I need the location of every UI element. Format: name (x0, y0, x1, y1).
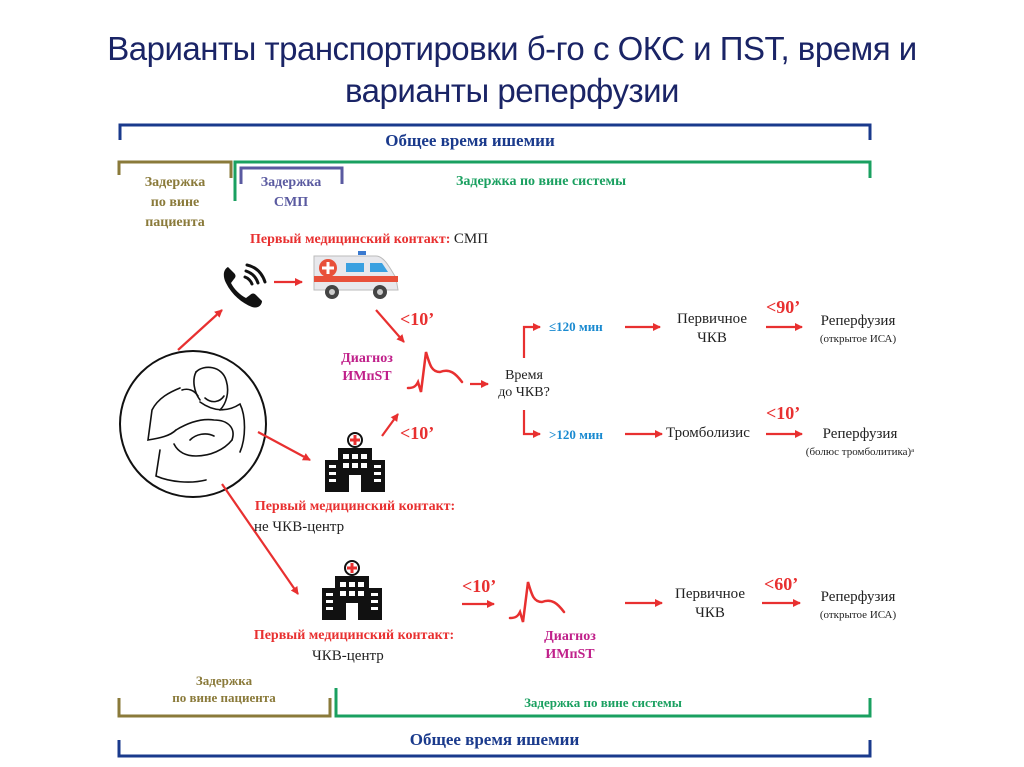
patient-delay-bracket-top (117, 160, 233, 178)
ems-delay-label-top: Задержка СМП (241, 173, 341, 213)
reperfusion-pci-note: (открытое ИСА) (819, 609, 897, 621)
ecg-icon-lower (508, 581, 566, 623)
system-delay-label-top: Задержка по вине системы (456, 174, 627, 189)
time-ems-to-diagnosis: <10’ (400, 309, 435, 329)
total-ischemia-label-top: Общее время ишемии (385, 131, 555, 150)
reperfusion-lower: Реперфузия (болюс тромболитика)ᵃ (794, 425, 926, 461)
reperfusion-upper: Реперфузия (открытое ИСА) (802, 312, 914, 348)
patient-delay-label-top: Задержка по вине пациента (118, 173, 232, 233)
thrombolysis: Тромболизис (666, 425, 750, 441)
patient-chest-pain-icon (119, 350, 267, 498)
reperfusion-lower-note: (болюс тромболитика)ᵃ (805, 446, 915, 458)
time-upper-pci: <90’ (766, 297, 801, 317)
primary-pci-lower-line-2: ЧКВ (695, 605, 725, 621)
threshold-lower: >120 мин (549, 427, 603, 442)
diagnosis-upper-line-2: ИМпST (342, 369, 392, 384)
total-ischemia-bracket-bottom (117, 740, 872, 758)
patient-delay-line-1: Задержка (144, 175, 206, 190)
arrow-patient-to-phone (177, 309, 223, 351)
total-ischemia-label-bottom: Общее время ишемии (409, 730, 580, 749)
reperfusion-lower-title: Реперфузия (822, 426, 898, 442)
primary-pci-lower-line-1: Первичное (674, 586, 745, 602)
patient-delay-line-3: пациента (145, 215, 205, 230)
fmc-ems-value: СМП (453, 231, 489, 247)
arrow-decision-lower (522, 410, 541, 438)
arrow-patient-to-pci-center (221, 483, 299, 595)
system-delay-bracket-top (233, 160, 872, 201)
ems-delay-bracket-top (239, 166, 344, 184)
patient-delay-line-2: по вине (150, 195, 200, 210)
fmc-non-pci-value: не ЧКВ-центр (254, 519, 345, 535)
hospital-icon-non-pci (325, 432, 385, 492)
system-delay-label-bottom: Задержка по вине системы (524, 695, 682, 710)
title-line-2: варианты реперфузии (345, 72, 679, 109)
arrow-decision-upper (522, 323, 541, 358)
decision-line-1: Время (505, 368, 543, 383)
phone-icon (223, 263, 267, 308)
fmc-pci-value: ЧКВ-центр (312, 648, 384, 664)
reperfusion-pci-center: Реперфузия (открытое ИСА) (802, 588, 914, 624)
arrow-ambulance-to-diagnosis (375, 309, 405, 343)
primary-pci-upper: Первичное ЧКВ (662, 310, 762, 348)
time-non-pci-to-diagnosis: <10’ (400, 423, 435, 443)
fmc-ems-prefix: Первый медицинский контакт: (250, 232, 451, 247)
primary-pci-upper-line-1: Первичное (676, 311, 747, 327)
fmc-pci-label: Первый медицинский контакт: ЧКВ-центр (236, 626, 472, 666)
fmc-non-pci-prefix: Первый медицинский контакт: (254, 499, 456, 514)
diagnosis-upper-line-1: Диагноз (341, 351, 393, 366)
reperfusion-upper-title: Реперфузия (820, 313, 896, 329)
fmc-non-pci-label: Первый медицинский контакт: не ЧКВ-центр (240, 497, 470, 537)
threshold-upper: ≤120 мин (549, 319, 603, 334)
patient-delay-bottom-line-1: Задержка (195, 673, 253, 688)
total-ischemia-bracket-top (118, 123, 872, 140)
time-lower-pci: <60’ (764, 574, 799, 594)
fmc-pci-prefix: Первый медицинский контакт: (253, 628, 455, 643)
diagnosis-lower-line-2: ИМпST (545, 647, 595, 662)
diagnosis-label-upper: Диагноз ИМпST (332, 350, 402, 386)
arrow-hospital-to-diagnosis (381, 413, 399, 437)
diagnosis-lower-line-1: Диагноз (544, 629, 596, 644)
arrow-patient-to-hospital (257, 431, 311, 461)
ems-delay-line-1: Задержка (260, 175, 322, 190)
reperfusion-upper-note: (открытое ИСА) (819, 333, 897, 345)
primary-pci-upper-line-2: ЧКВ (697, 330, 727, 346)
time-lysis: <10’ (766, 403, 801, 423)
ambulance-icon (313, 251, 399, 299)
diagnosis-label-lower: Диагноз ИМпST (530, 628, 610, 664)
ems-delay-line-2: СМП (273, 195, 309, 210)
system-delay-bracket-bottom (334, 688, 872, 718)
title-line-1: Варианты транспортировки б-го с ОКС и ПS… (107, 30, 917, 67)
fmc-ems-label: Первый медицинский контакт: СМП (250, 231, 488, 248)
patient-delay-bracket-bottom (117, 698, 332, 718)
patient-delay-bottom-line-2: по вине пациента (172, 690, 276, 705)
primary-pci-lower: Первичное ЧКВ (660, 585, 760, 623)
decision-time-to-pci: Время до ЧКВ? (486, 367, 562, 401)
decision-line-2: до ЧКВ? (498, 385, 550, 400)
time-pci-center-to-diagnosis: <10’ (462, 576, 497, 596)
hospital-icon-pci (322, 560, 382, 620)
patient-delay-label-bottom: Задержка по вине пациента (118, 672, 330, 706)
reperfusion-pci-title: Реперфузия (820, 589, 896, 605)
ecg-icon-upper (406, 351, 464, 393)
page-title: Варианты транспортировки б-го с ОКС и ПS… (0, 28, 1024, 112)
